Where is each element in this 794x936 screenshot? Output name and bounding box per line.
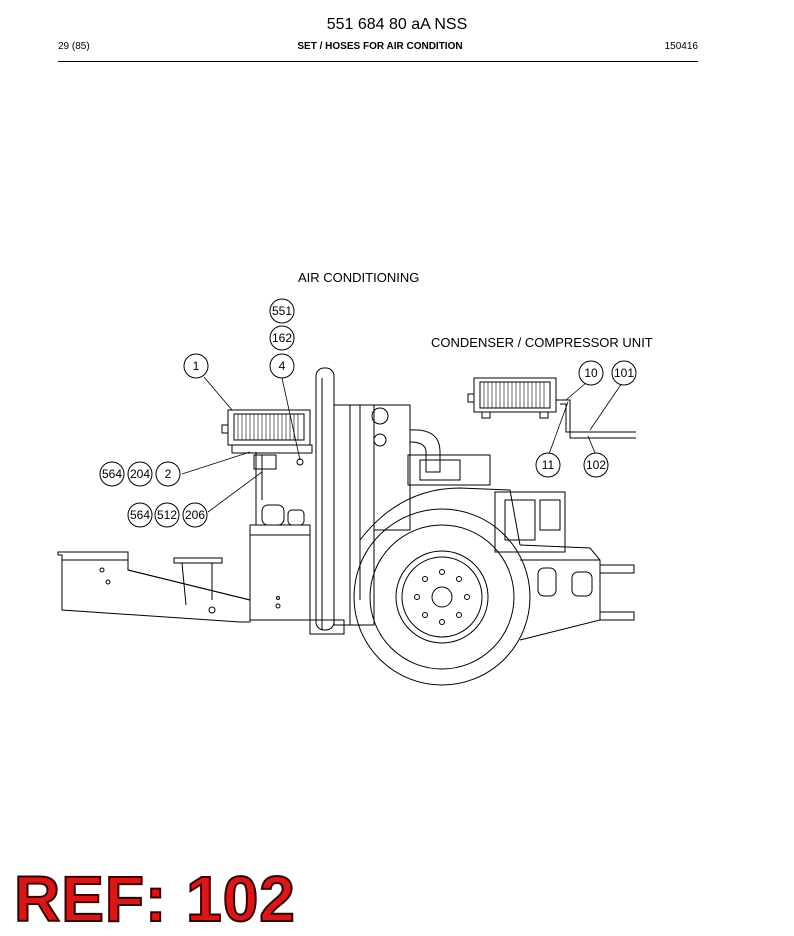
- svg-text:10: 10: [584, 366, 598, 380]
- callout-102: 102: [583, 452, 609, 478]
- callout-206: 206: [182, 502, 208, 528]
- svg-text:2: 2: [165, 467, 172, 481]
- callout-512: 512: [154, 502, 180, 528]
- wheel: [353, 508, 531, 686]
- ac-unit: [221, 409, 313, 470]
- svg-text:4: 4: [279, 359, 286, 373]
- leader-lines: [181, 376, 623, 513]
- svg-text:101: 101: [614, 366, 634, 380]
- svg-text:512: 512: [157, 508, 177, 522]
- svg-text:564: 564: [102, 467, 122, 481]
- page-number: 29 (85): [58, 41, 90, 52]
- section-title: SET / HOSES FOR AIR CONDITION: [297, 41, 463, 52]
- callout-162: 162: [269, 325, 295, 351]
- callout-101: 101: [611, 360, 637, 386]
- callout-1: 1: [183, 353, 209, 379]
- boom-arm: [57, 551, 251, 623]
- caption-condenser-unit: CONDENSER / COMPRESSOR UNIT: [431, 335, 653, 350]
- caption-air-conditioning: AIR CONDITIONING: [298, 270, 420, 285]
- header-rule: [58, 61, 698, 62]
- callout-204: 204: [127, 461, 153, 487]
- callout-2: 2: [155, 461, 181, 487]
- svg-text:551: 551: [272, 304, 292, 318]
- callout-11: 11: [535, 452, 561, 478]
- ref-stamp: REF: 102: [13, 862, 296, 936]
- callout-551: 551: [269, 298, 295, 324]
- svg-text:102: 102: [586, 458, 606, 472]
- document-id: 551 684 80 aA NSS: [326, 16, 468, 33]
- condenser-unit: [467, 377, 636, 439]
- svg-text:1: 1: [193, 359, 200, 373]
- svg-text:564: 564: [130, 508, 150, 522]
- callout-10: 10: [578, 360, 604, 386]
- cab-frame: [309, 367, 491, 635]
- chassis-right: [359, 487, 635, 641]
- svg-text:206: 206: [185, 508, 205, 522]
- date-code: 150416: [664, 41, 698, 52]
- tank: [249, 452, 311, 621]
- svg-text:204: 204: [130, 467, 150, 481]
- callout-564-b: 564: [127, 502, 153, 528]
- callout-4: 4: [269, 353, 295, 379]
- svg-text:162: 162: [272, 331, 292, 345]
- svg-text:11: 11: [542, 458, 555, 472]
- callout-564-a: 564: [99, 461, 125, 487]
